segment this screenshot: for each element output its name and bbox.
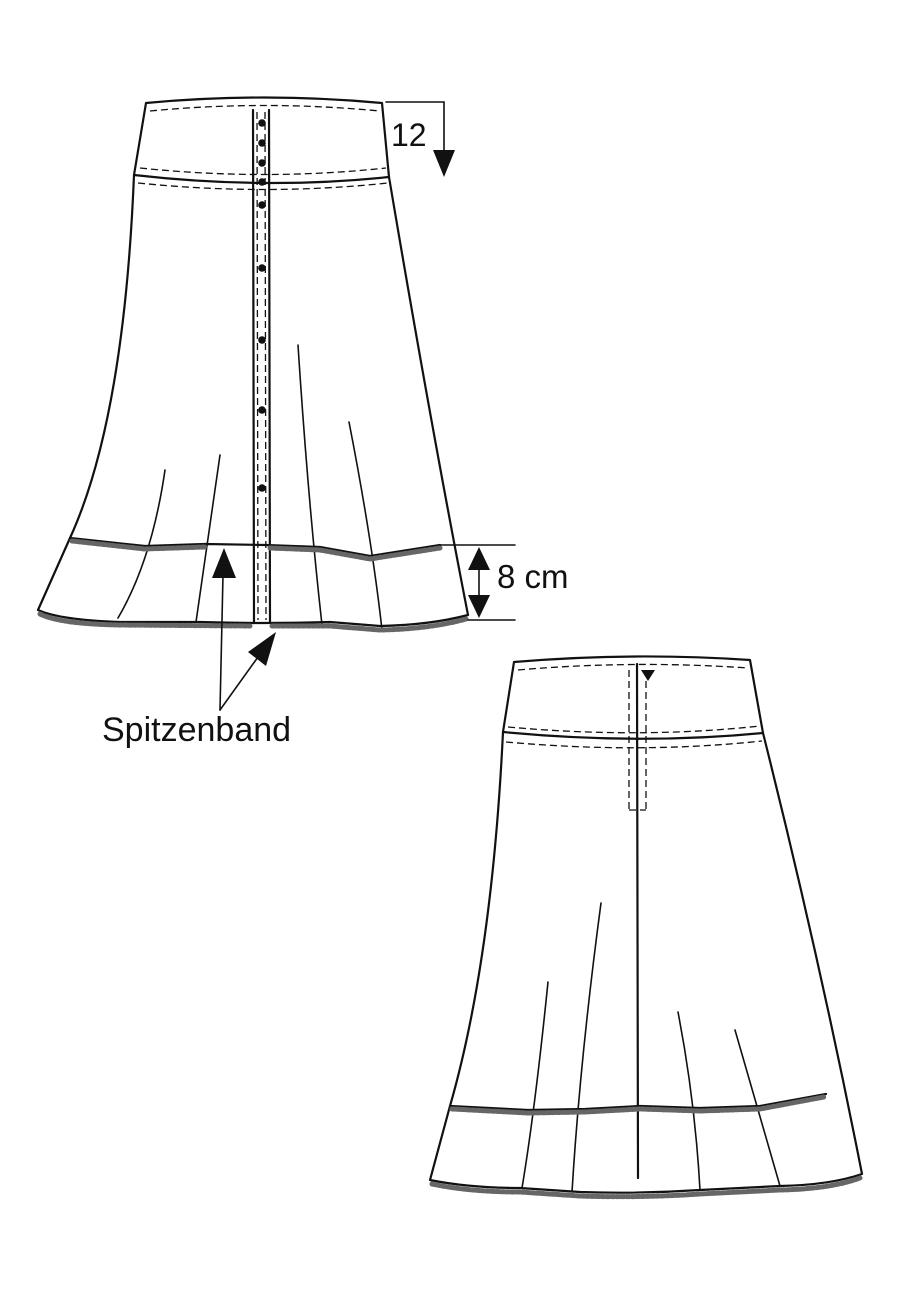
button-icon bbox=[258, 159, 266, 167]
skirt-front-view bbox=[36, 96, 470, 633]
waistband-height-dimension bbox=[385, 101, 455, 177]
front-godet-lines bbox=[117, 344, 383, 631]
lace-label: Spitzenband bbox=[102, 711, 291, 749]
back-lace-bands bbox=[429, 1094, 863, 1200]
arrow-down-icon bbox=[468, 595, 490, 618]
button-icon bbox=[258, 406, 266, 414]
back-godet-lines bbox=[521, 902, 781, 1193]
back-zipper bbox=[628, 670, 655, 811]
waistband-height-label: 12 bbox=[391, 117, 427, 153]
flounce-height-dimension bbox=[439, 544, 516, 621]
back-flounce-seam bbox=[448, 1092, 828, 1112]
button-icon bbox=[258, 484, 266, 492]
front-flounce-seam bbox=[68, 536, 442, 558]
front-button-placket bbox=[251, 108, 272, 625]
button-icon bbox=[258, 119, 266, 127]
front-lace-bands bbox=[37, 538, 469, 633]
lace-callout-arrows bbox=[212, 548, 276, 711]
back-waistband bbox=[501, 655, 765, 749]
back-center-seam bbox=[635, 662, 640, 1180]
arrow-up-icon bbox=[468, 547, 490, 570]
button-icon bbox=[258, 139, 266, 147]
flounce-height-label: 8 cm bbox=[497, 558, 569, 595]
arrow-up-right-icon bbox=[248, 632, 276, 666]
button-icon bbox=[258, 336, 266, 344]
front-buttons bbox=[258, 119, 266, 492]
back-skirt-outline bbox=[428, 730, 864, 1194]
skirt-back-view bbox=[428, 655, 864, 1200]
button-icon bbox=[258, 178, 266, 186]
arrow-up-icon bbox=[212, 548, 236, 578]
arrow-down-icon bbox=[433, 150, 455, 177]
button-icon bbox=[258, 201, 266, 209]
zipper-pull-icon bbox=[641, 670, 655, 681]
button-icon bbox=[258, 264, 266, 272]
